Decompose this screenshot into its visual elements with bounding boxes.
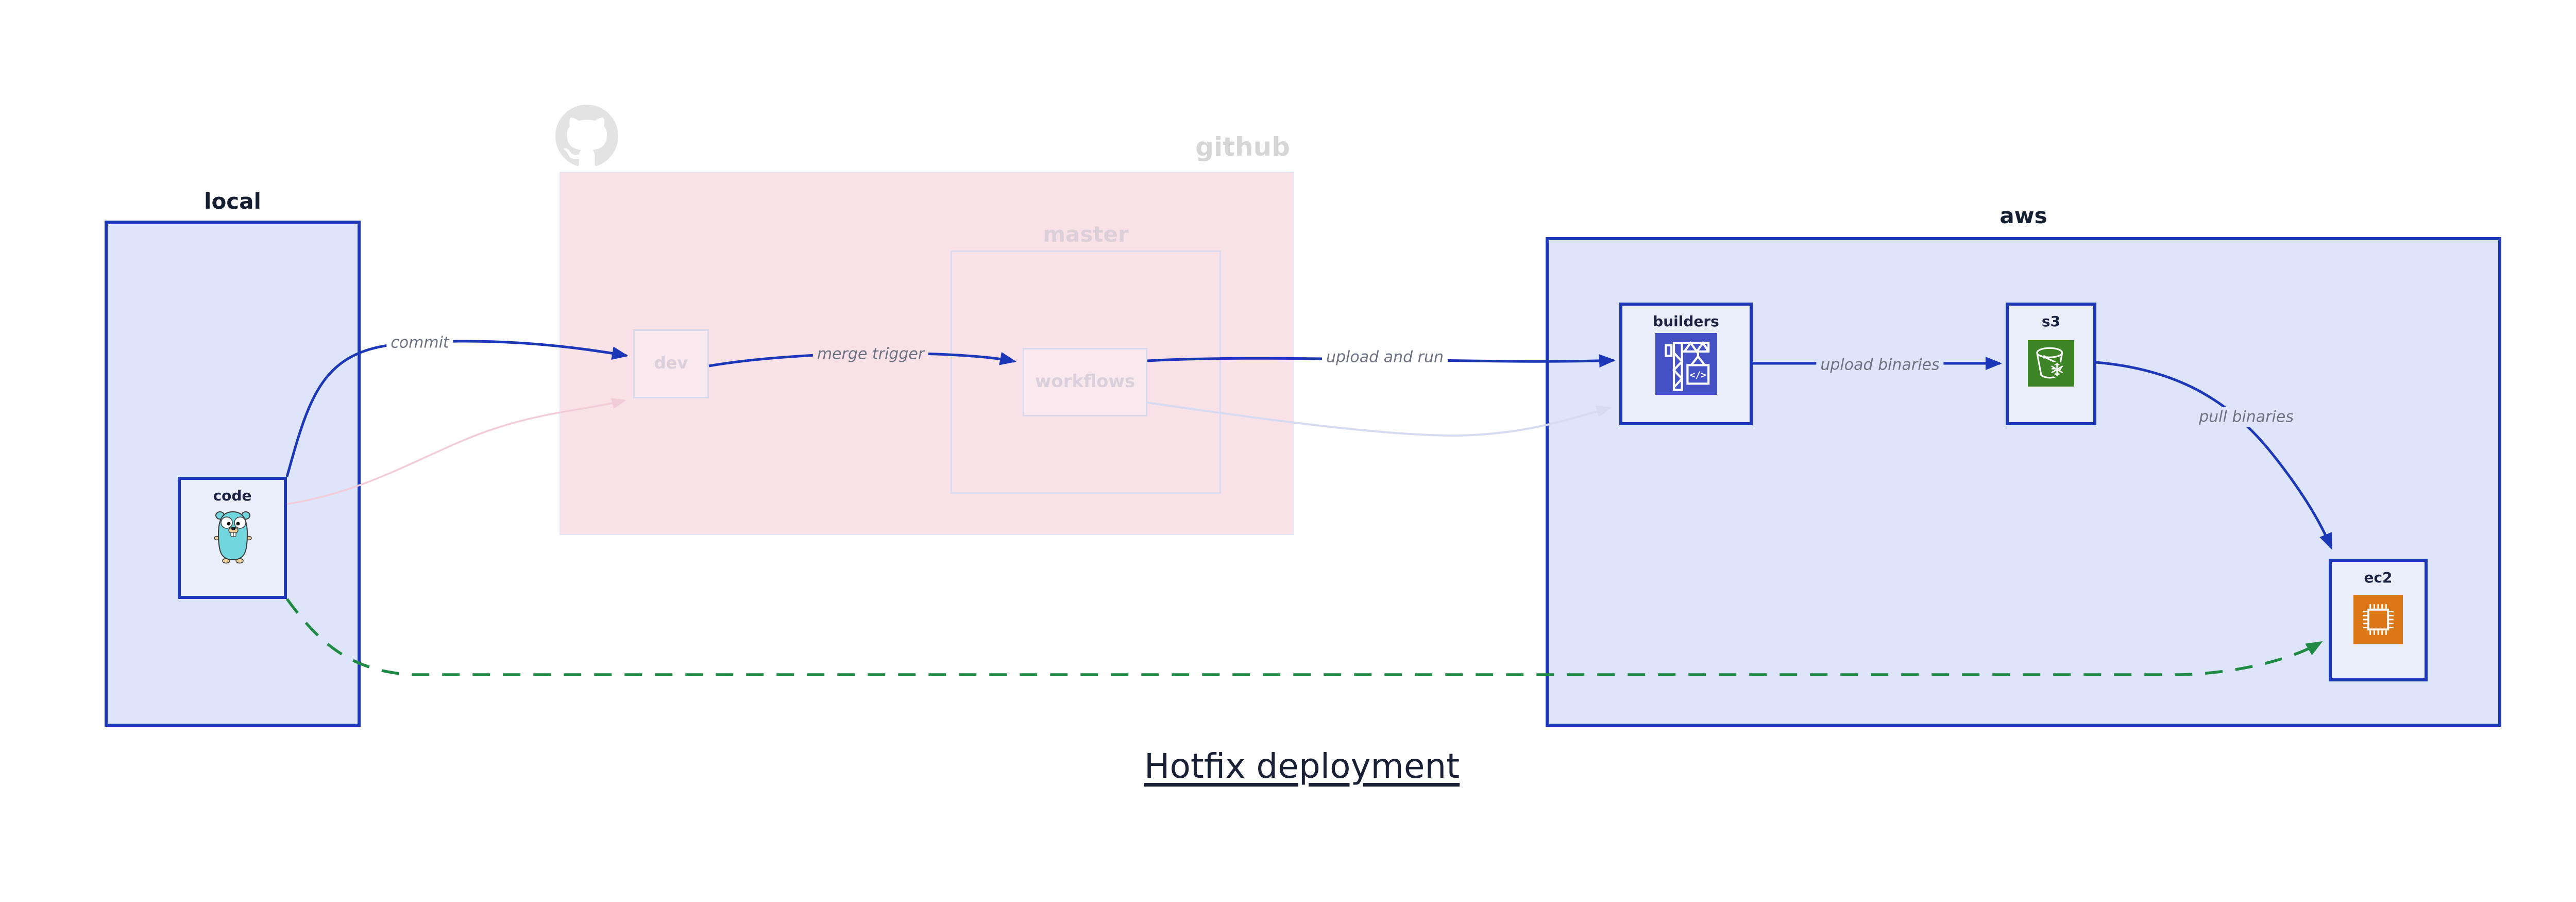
node-s3-label: s3 — [2041, 313, 2061, 330]
diagram-title: Hotfix deployment — [1144, 746, 1460, 786]
codebuild-code-glyph: </> — [1690, 370, 1707, 381]
edge-label-pull-binaries: pull binaries — [2195, 407, 2298, 427]
node-code-label: code — [213, 487, 252, 504]
master-group-box — [951, 250, 1221, 494]
master-group-label: master — [1043, 222, 1129, 247]
local-group-box — [105, 221, 361, 727]
edge-label-upload-and-run: upload and run — [1321, 347, 1448, 368]
go-gopher-icon — [213, 507, 253, 565]
node-workflows-label: workflows — [1035, 371, 1136, 392]
codebuild-crane-icon: </> — [1655, 333, 1717, 395]
edge-label-upload-binaries: upload binaries — [1816, 355, 1944, 375]
aws-group-label: aws — [1999, 203, 2047, 228]
node-dev: dev — [633, 329, 709, 398]
node-builders-label: builders — [1653, 313, 1719, 330]
node-ec2-label: ec2 — [2364, 569, 2393, 586]
node-dev-label: dev — [654, 353, 688, 373]
node-workflows: workflows — [1023, 348, 1147, 416]
github-group-label: github — [1195, 132, 1290, 162]
octocat-icon — [555, 105, 618, 168]
s3-bucket-icon — [2028, 340, 2074, 387]
local-group-label: local — [204, 189, 261, 214]
edge-label-merge-trigger: merge trigger — [812, 344, 929, 364]
edge-label-commit: commit — [386, 332, 453, 353]
ec2-chip-icon — [2353, 595, 2403, 644]
